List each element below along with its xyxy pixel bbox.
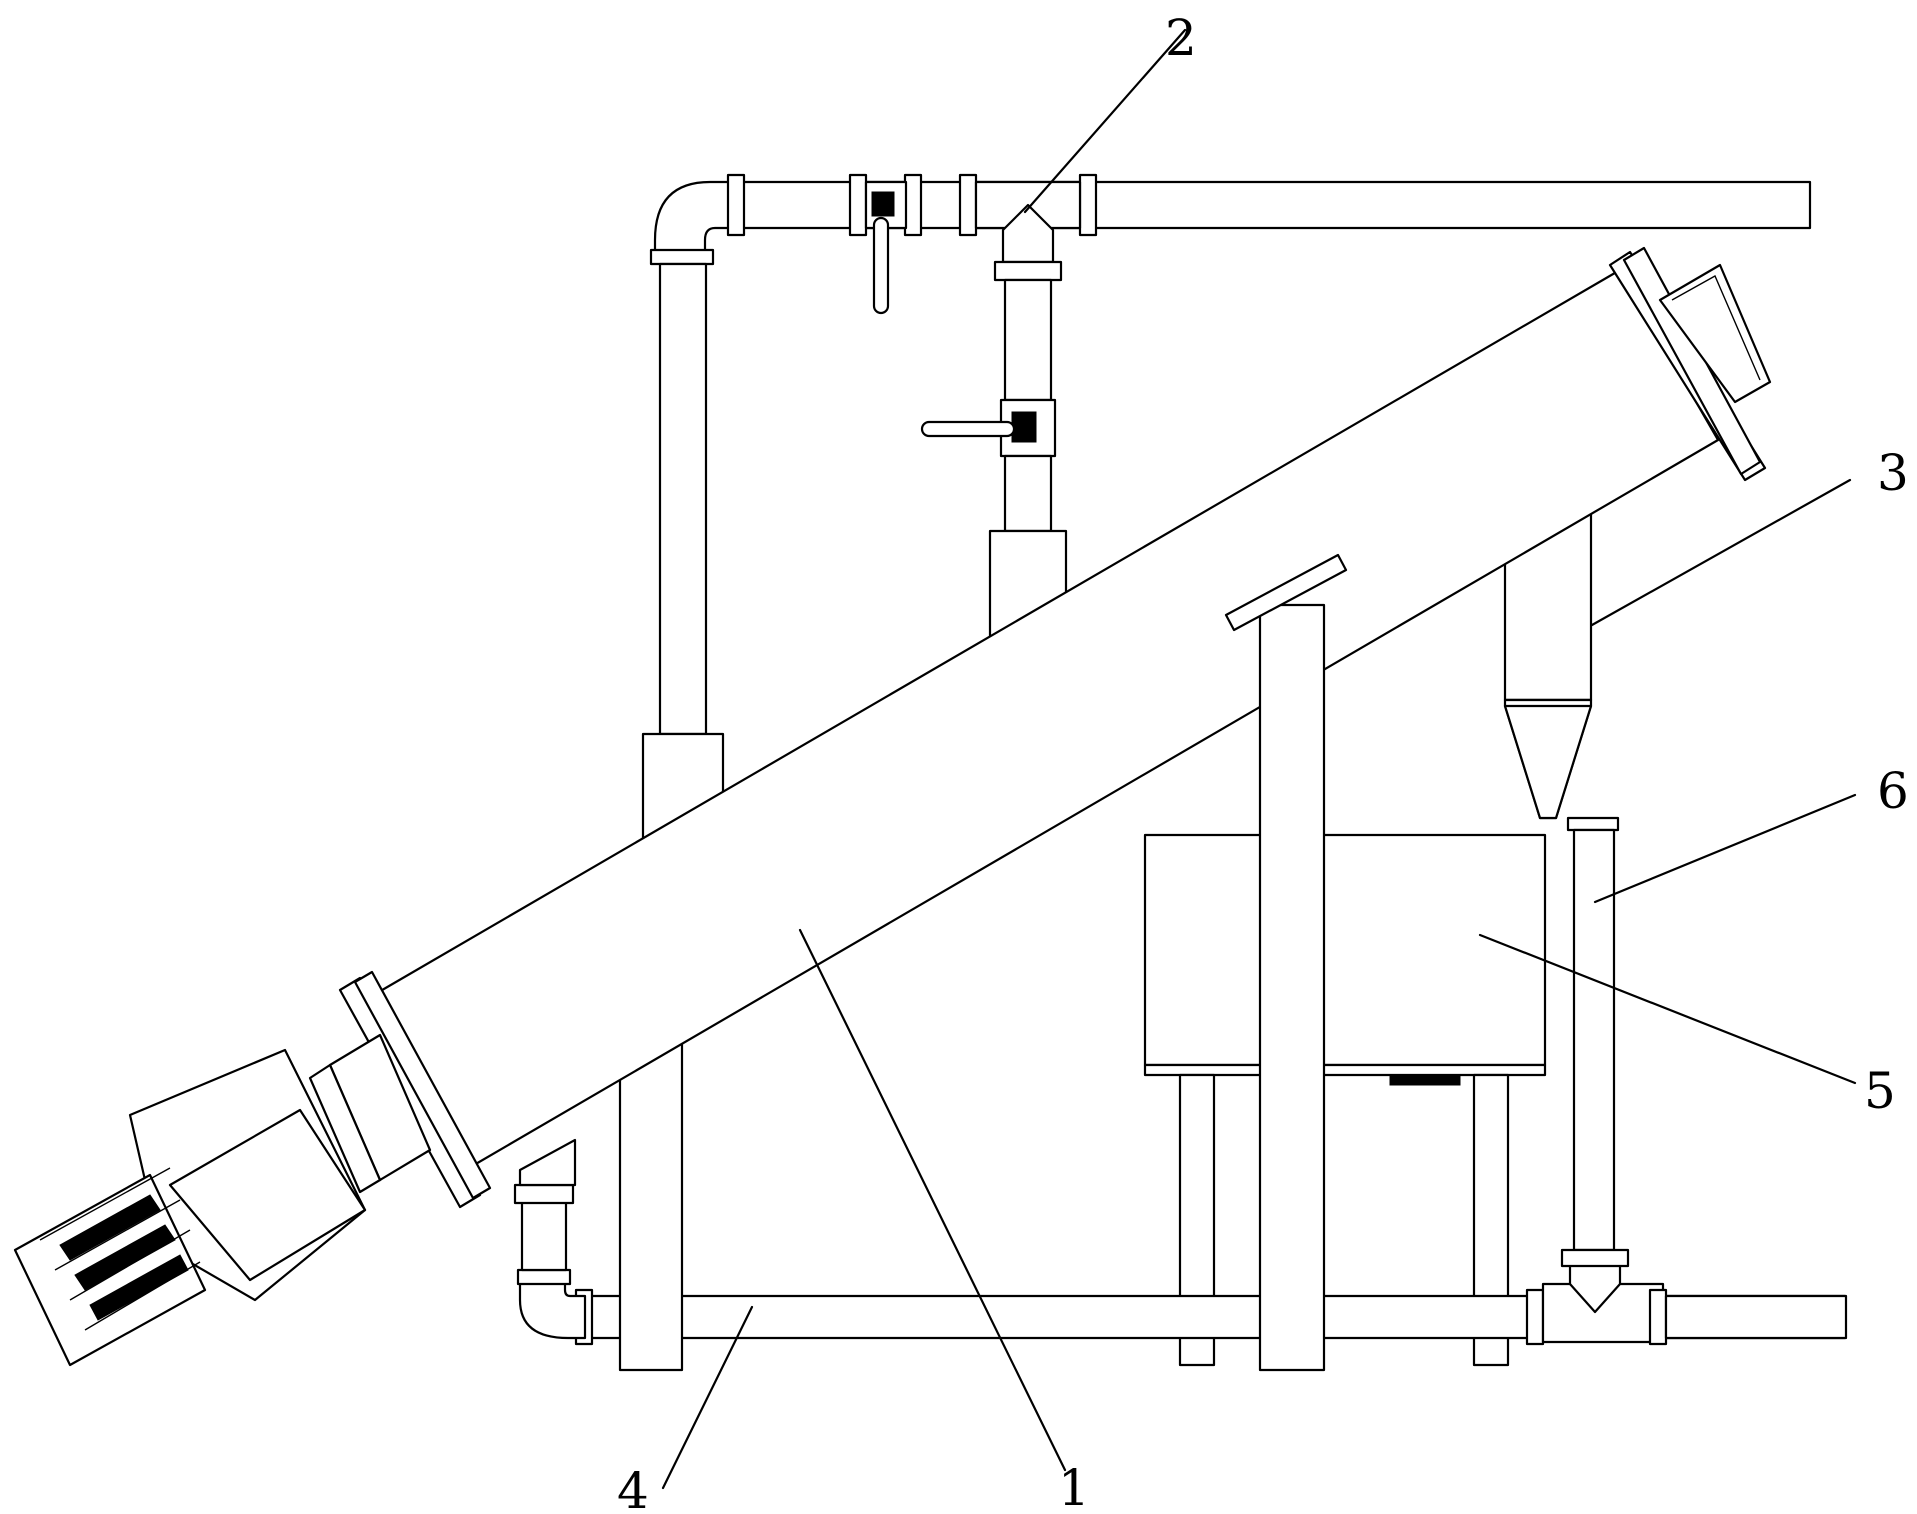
inclined-trough [338, 246, 1772, 1209]
callout-labels: 1 2 3 4 5 6 [617, 9, 1909, 1514]
label-1: 1 [1058, 1459, 1090, 1514]
label-3: 3 [1877, 444, 1909, 502]
tee-joint [920, 180, 1082, 643]
label-5: 5 [1864, 1062, 1896, 1120]
left-vertical-pipe [641, 262, 725, 851]
front-middle-support [1224, 553, 1348, 1372]
label-4: 4 [617, 1462, 649, 1514]
top-pipe [649, 173, 1812, 315]
bottom-pipe [513, 1138, 1848, 1346]
leader-lines [661, 28, 1857, 1490]
motor-assembly [13, 1033, 432, 1367]
label-2: 2 [1165, 9, 1197, 67]
label-6: 6 [1877, 762, 1909, 820]
water-tank [1143, 833, 1547, 1367]
